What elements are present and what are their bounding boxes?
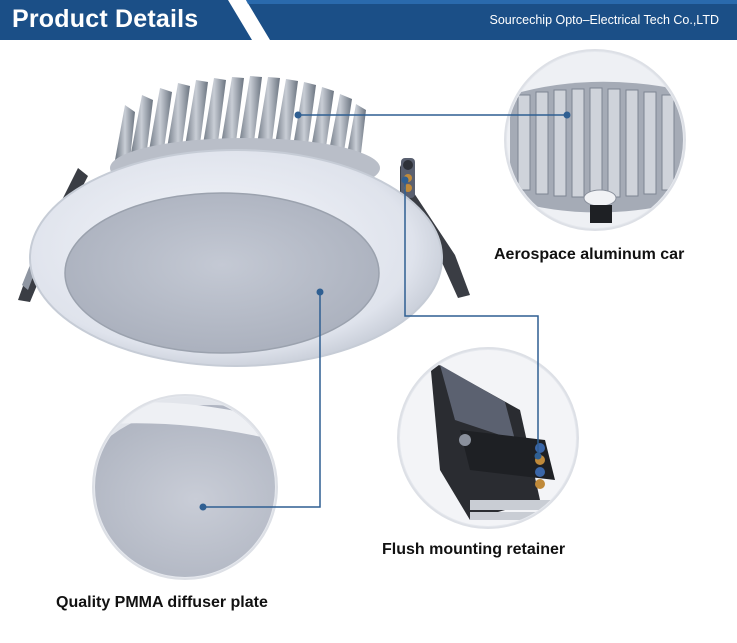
retainer-source-dot <box>401 176 409 184</box>
banner-diagonal-accent <box>228 0 270 40</box>
retainer-zoom <box>397 347 579 529</box>
banner-highlight <box>246 0 737 4</box>
retainer-target-dot <box>534 452 542 460</box>
heatsink-source-dot <box>294 111 302 119</box>
retainer-label: Flush mounting retainer <box>382 541 566 558</box>
retainer-connector-line <box>404 180 539 456</box>
connector-lines <box>203 114 567 508</box>
heatsink-label: Aerospace aluminum car <box>494 246 685 263</box>
diffuser-plate <box>65 193 379 353</box>
banner-title-block: Product Details <box>0 0 250 40</box>
diffuser-label: Quality PMMA diffuser plate <box>56 594 268 611</box>
heatsink-target-dot <box>563 111 571 119</box>
diffuser-source-dot <box>316 288 324 296</box>
diffuser-connector-line <box>203 292 321 508</box>
header-banner: Product Details Sourcechip Opto–Electric… <box>0 0 737 40</box>
page-title: Product Details <box>12 5 199 33</box>
diffuser-zoom <box>92 394 278 580</box>
heatsink-zoom <box>504 49 686 231</box>
diffuser-target-dot <box>199 503 207 511</box>
downlight-product <box>18 76 470 367</box>
heatsink-fins <box>115 76 366 162</box>
connector-dots <box>199 111 571 511</box>
company-name: Sourcechip Opto–Electrical Tech Co.,LTD <box>489 13 719 27</box>
